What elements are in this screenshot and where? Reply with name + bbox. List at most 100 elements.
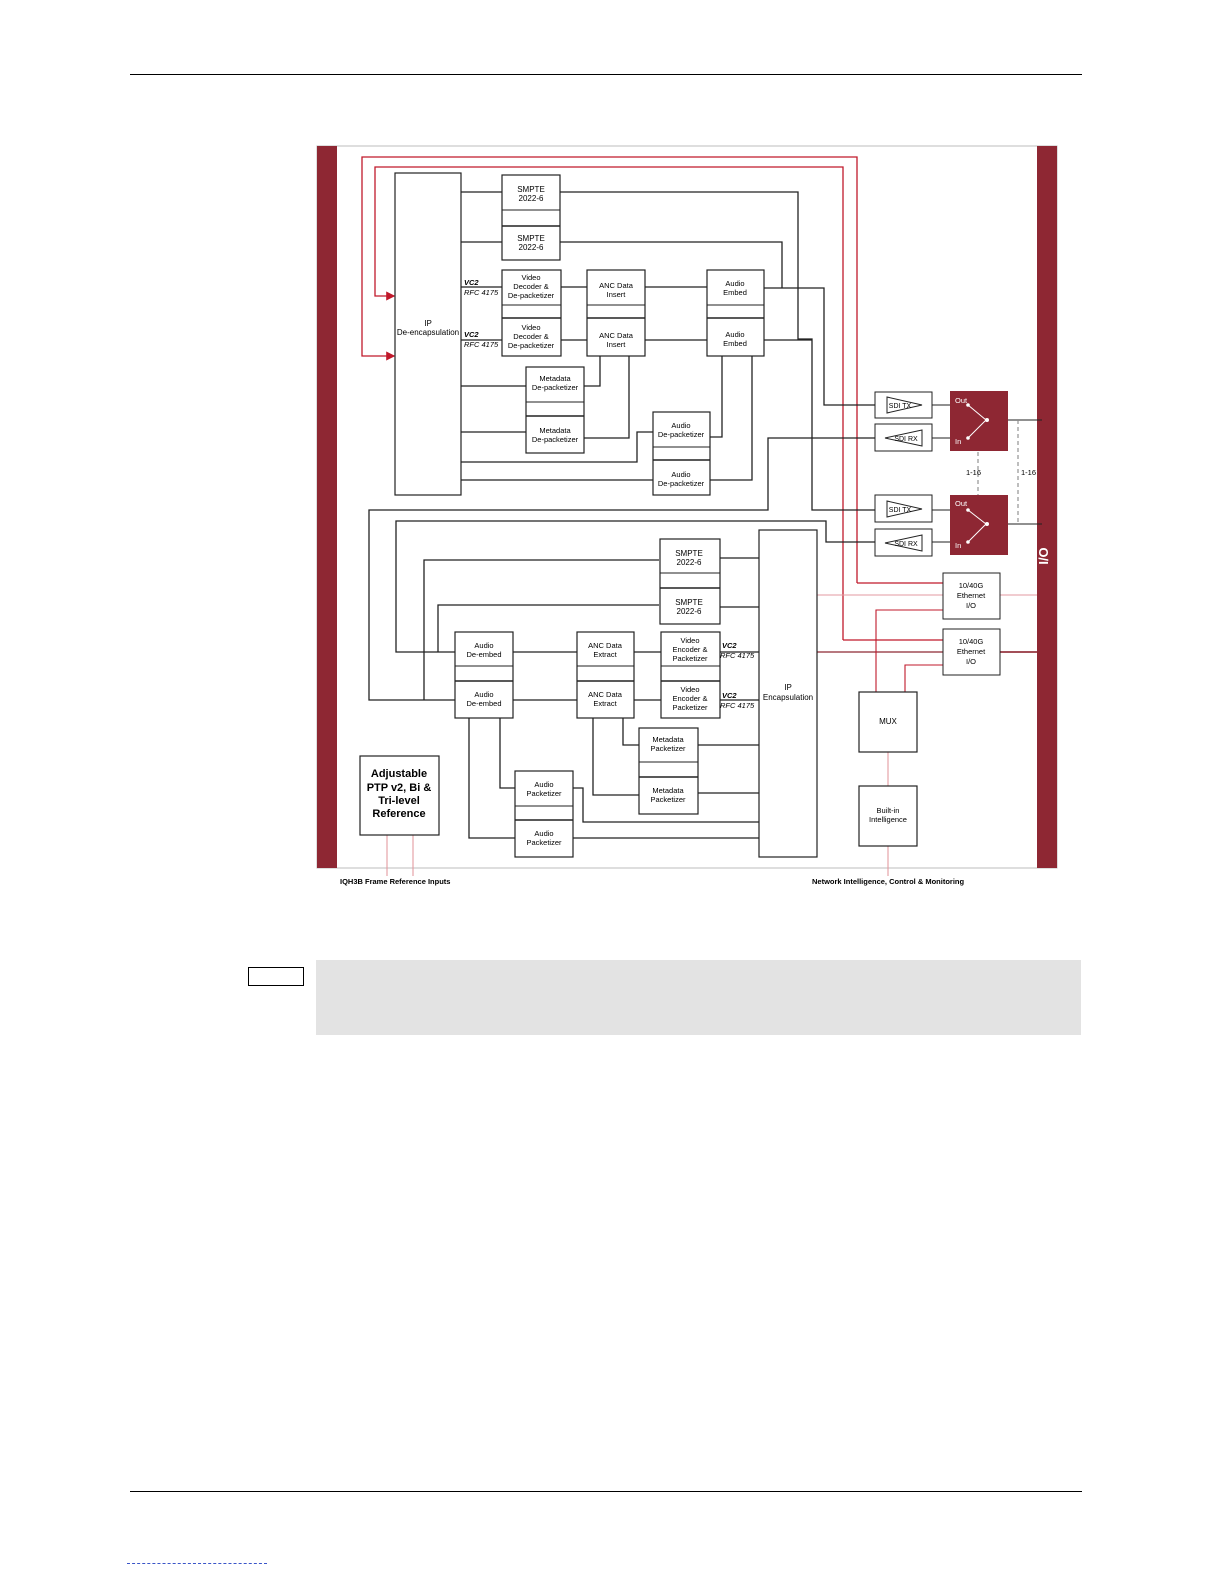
footer-rule — [130, 1491, 1082, 1492]
sdi-unit-1: SDI TX SDI RX Out In — [874, 391, 1008, 452]
ptp-line3: Tri-level — [378, 795, 420, 807]
video-encoder-1-line1: Video — [680, 636, 699, 645]
video-decoder-1-tag-vc2: VC2 — [464, 278, 479, 287]
metadata-pack-2-line2: Packetizer — [650, 795, 686, 804]
anc-insert-1-line1: ANC Data — [599, 281, 634, 290]
anc-insert-2-line1: ANC Data — [599, 331, 634, 340]
audio-deembed-2-line1: Audio — [474, 690, 493, 699]
audio-deembed-1-line2: De-embed — [466, 650, 501, 659]
left-side-bar — [317, 146, 337, 868]
ip-decap-subtitle: De-encapsulation — [397, 328, 459, 337]
sdi-switch-2-out: Out — [955, 499, 968, 508]
metadata-depacketizer-stack: Metadata De-packetizer Metadata De-packe… — [525, 366, 585, 454]
audio-embed-1-line1: Audio — [725, 279, 744, 288]
audio-depack-1-line1: Audio — [671, 421, 690, 430]
anc-insert-stack: ANC Data Insert ANC Data Insert — [586, 269, 646, 357]
footer-link-underline[interactable] — [127, 1563, 267, 1565]
audio-embed-1-line2: Embed — [723, 288, 747, 297]
header-rule — [130, 74, 1082, 75]
ethernet-1-line1: 10/40G — [959, 581, 984, 590]
audio-pack-2-line2: Packetizer — [526, 838, 562, 847]
mux-block — [858, 691, 918, 753]
ip-decap-title: IP — [424, 319, 432, 328]
ethernet-2-line3: I/O — [966, 657, 976, 666]
metadata-depack-1-line1: Metadata — [539, 374, 571, 383]
sdi-tx-2-label: SDI TX — [889, 507, 912, 514]
video-decoder-1-tag-rfc: RFC 4175 — [464, 288, 499, 297]
audio-pack-1-line2: Packetizer — [526, 789, 562, 798]
audio-packetizer-stack: Audio Packetizer Audio Packetizer — [514, 770, 574, 858]
sdi-switch-2-in: In — [955, 541, 961, 550]
tx-smpte-1-line2: 2022-6 — [677, 558, 702, 567]
video-decoder-2-line1: Video — [521, 323, 540, 332]
tx-smpte-2-line1: SMPTE — [675, 598, 703, 607]
ethernet-io-1: 10/40G Ethernet I/O — [942, 572, 1001, 620]
audio-depack-1-line2: De-packetizer — [658, 430, 705, 439]
audio-deembed-2-line2: De-embed — [466, 699, 501, 708]
ptp-line2: PTP v2, Bi & — [367, 782, 432, 794]
video-encoder-1-tag-vc2: VC2 — [722, 641, 737, 650]
builtin-intelligence-block — [858, 785, 918, 847]
audio-depack-2-line1: Audio — [671, 470, 690, 479]
anc-extract-1-line2: Extract — [593, 650, 617, 659]
video-decoder-1-line1: Video — [521, 273, 540, 282]
anc-extract-2-line1: ANC Data — [588, 690, 623, 699]
audio-embed-2-line1: Audio — [725, 330, 744, 339]
sdi-rx-1-label: SDI RX — [894, 436, 918, 443]
video-decoder-stack: Video Decoder & De-packetizer Video Deco… — [464, 269, 562, 357]
metadata-packetizer-stack: Metadata Packetizer Metadata Packetizer — [638, 727, 699, 815]
ethernet-2-line2: Ethernet — [957, 647, 986, 656]
video-encoder-2-line1: Video — [680, 685, 699, 694]
video-encoder-2-tag-vc2: VC2 — [722, 691, 737, 700]
audio-deembed-stack: Audio De-embed Audio De-embed — [454, 631, 514, 719]
video-encoder-2-line2: Encoder & — [672, 694, 707, 703]
audio-embed-2-line2: Embed — [723, 339, 747, 348]
tx-smpte-2-line2: 2022-6 — [677, 607, 702, 616]
audio-pack-1-line1: Audio — [534, 780, 553, 789]
metadata-pack-2-line1: Metadata — [652, 786, 684, 795]
metadata-pack-1-line1: Metadata — [652, 735, 684, 744]
rx-smpte-1-line2: 2022-6 — [519, 194, 544, 203]
range-label-2: 1-16 — [1021, 468, 1036, 477]
sdi-unit-2: SDI TX SDI RX Out In — [874, 494, 1008, 557]
rx-smpte-2-line2: 2022-6 — [519, 243, 544, 252]
audio-depack-2-line2: De-packetizer — [658, 479, 705, 488]
ethernet-1-line2: Ethernet — [957, 591, 986, 600]
sdi-switch-1-out: Out — [955, 396, 968, 405]
metadata-depack-1-line2: De-packetizer — [532, 383, 579, 392]
ethernet-1-line3: I/O — [966, 601, 976, 610]
ip-encap-title: IP — [784, 683, 792, 692]
ptp-line1: Adjustable — [371, 768, 427, 780]
video-encoder-2-line3: Packetizer — [672, 703, 708, 712]
block-diagram: I/O — [316, 145, 1058, 886]
ptp-line4: Reference — [372, 808, 425, 820]
video-encoder-2-tag-rfc: RFC 4175 — [720, 701, 755, 710]
sdi-tx-1-label: SDI TX — [889, 403, 912, 410]
metadata-depack-2-line2: De-packetizer — [532, 435, 579, 444]
audio-deembed-1-line1: Audio — [474, 641, 493, 650]
metadata-pack-1-line2: Packetizer — [650, 744, 686, 753]
mux-label: MUX — [879, 717, 897, 726]
audio-pack-2-line1: Audio — [534, 829, 553, 838]
rx-smpte-stack: SMPTE 2022-6 SMPTE 2022-6 — [501, 174, 561, 261]
video-encoder-stack: Video Encoder & Packetizer Video Encoder… — [660, 631, 755, 719]
video-decoder-2-tag-vc2: VC2 — [464, 330, 479, 339]
video-decoder-2-line3: De-packetizer — [508, 341, 555, 350]
anc-extract-1-line1: ANC Data — [588, 641, 623, 650]
sdi-rx-2-label: SDI RX — [894, 541, 918, 548]
video-encoder-1-line2: Encoder & — [672, 645, 707, 654]
builtin-line2: Intelligence — [869, 815, 907, 824]
audio-depacketizer-stack: Audio De-packetizer Audio De-packetizer — [652, 411, 711, 496]
io-label: I/O — [1036, 547, 1051, 564]
ptp-reference-block — [359, 755, 440, 836]
tx-smpte-1-line1: SMPTE — [675, 549, 703, 558]
rx-smpte-1-line1: SMPTE — [517, 185, 545, 194]
io-side-bar — [1037, 146, 1057, 868]
metadata-depack-2-line1: Metadata — [539, 426, 571, 435]
sdi-switch-1-in: In — [955, 437, 961, 446]
anc-extract-stack: ANC Data Extract ANC Data Extract — [576, 631, 635, 719]
rx-smpte-2-line1: SMPTE — [517, 234, 545, 243]
video-encoder-1-tag-rfc: RFC 4175 — [720, 651, 755, 660]
ip-encap-subtitle: Encapsulation — [763, 693, 813, 702]
anc-extract-2-line2: Extract — [593, 699, 617, 708]
